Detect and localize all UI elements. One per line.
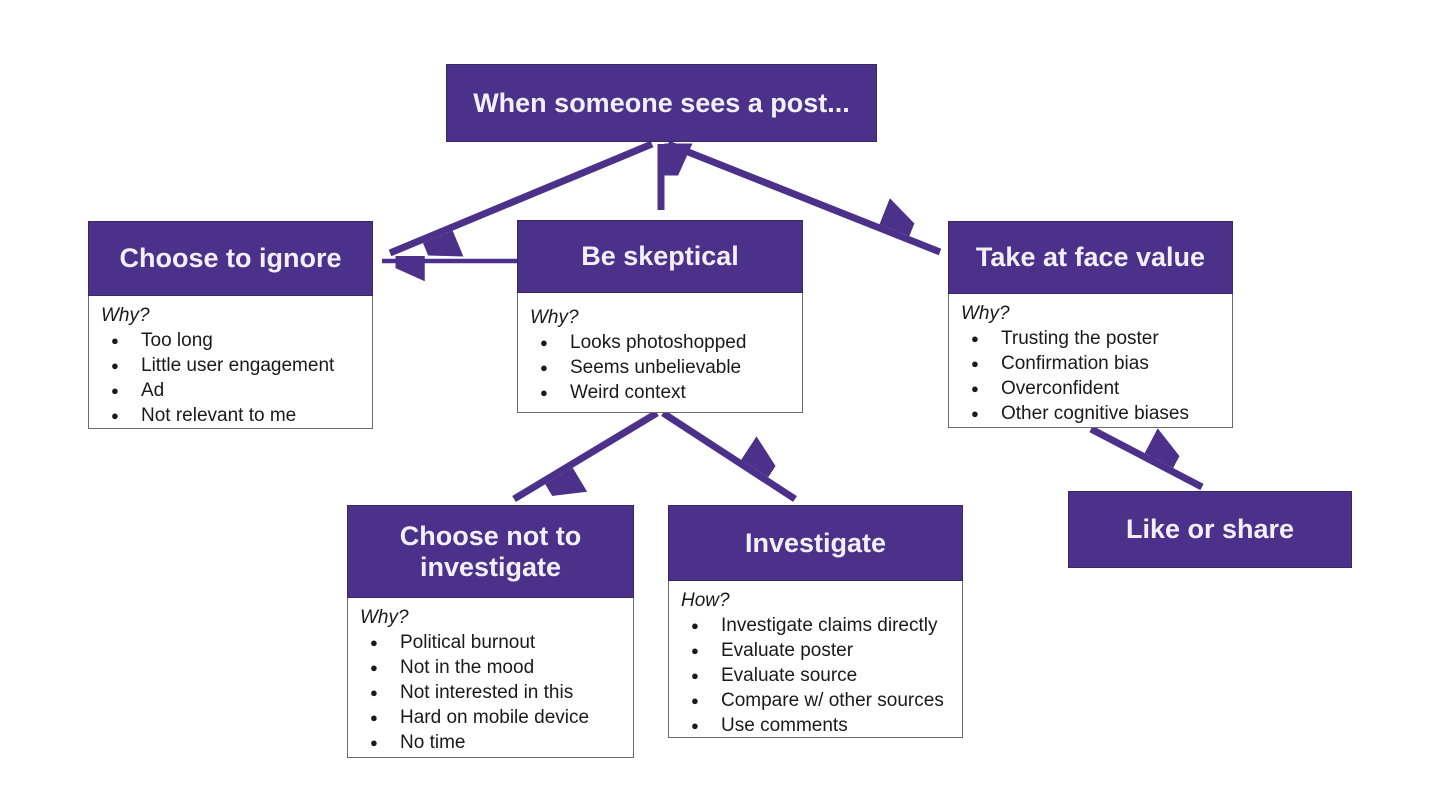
reason-list: Trusting the posterConfirmation biasOver… [961,326,1220,426]
node-question: Why? [530,307,579,328]
list-item: Seems unbelievable [530,355,790,380]
node-question: Why? [360,607,409,628]
list-item: Little user engagement [101,353,360,378]
node-body: Why? Political burnoutNot in the moodNot… [347,598,634,758]
list-item: Not in the mood [360,655,621,680]
node-title: Take at face value [948,221,1233,294]
list-item: Political burnout [360,630,621,655]
arrow-be-skeptical-to-choose-not-to-investigate [512,410,659,502]
node-title: When someone sees a post... [473,87,850,118]
list-item: Other cognitive biases [961,401,1220,426]
node-body: Why? Trusting the posterConfirmation bia… [948,294,1233,428]
node-question: Why? [961,303,1010,324]
list-item: Too long [101,328,360,353]
node-like-or-share: Like or share [1068,491,1352,568]
reason-list: Too longLittle user engagementAdNot rele… [101,328,360,428]
list-item: Weird context [530,380,790,405]
list-item: Compare w/ other sources [681,688,950,713]
node-title: Be skeptical [517,220,803,293]
list-item: Hard on mobile device [360,705,621,730]
list-item: Use comments [681,713,950,737]
list-item: Ad [101,378,360,403]
node-be-skeptical: Be skeptical Why? Looks photoshoppedSeem… [517,220,803,413]
arrow-root-to-choose-to-ignore [388,140,654,253]
list-item: Investigate claims directly [681,613,950,638]
list-item: Trusting the poster [961,326,1220,351]
node-when-someone-sees-a-post: When someone sees a post... [446,64,877,142]
node-title: Like or share [1125,514,1295,544]
list-item: Evaluate poster [681,638,950,663]
list-item: Evaluate source [681,663,950,688]
arrow-root-to-take-at-face-value [666,140,942,256]
list-item: Looks photoshopped [530,330,790,355]
reason-list: Looks photoshoppedSeems unbelievableWeir… [530,330,790,405]
list-item: Not interested in this [360,680,621,705]
list-item: Confirmation bias [961,351,1220,376]
node-body: Why? Too longLittle user engagementAdNot… [88,296,373,429]
node-choose-to-ignore: Choose to ignore Why? Too longLittle use… [88,221,373,429]
reason-list: Investigate claims directlyEvaluate post… [681,613,950,737]
node-body: How? Investigate claims directlyEvaluate… [668,581,963,738]
reason-list: Political burnoutNot in the moodNot inte… [360,630,621,755]
node-investigate: Investigate How? Investigate claims dire… [668,505,963,738]
list-item: Overconfident [961,376,1220,401]
list-item: No time [360,730,621,755]
arrow-take-at-face-value-to-like-or-share [1089,425,1204,491]
node-title: Choose to ignore [88,221,373,296]
arrow-be-skeptical-to-investigate [661,410,797,502]
node-take-at-face-value: Take at face value Why? Trusting the pos… [948,221,1233,428]
node-question: How? [681,590,730,611]
node-title: Choose not to investigate [347,505,634,598]
node-body: Why? Looks photoshoppedSeems unbelievabl… [517,293,803,413]
node-choose-not-to-investigate: Choose not to investigate Why? Political… [347,505,634,758]
list-item: Not relevant to me [101,403,360,428]
node-question: Why? [101,305,150,326]
node-title: Investigate [668,505,963,581]
